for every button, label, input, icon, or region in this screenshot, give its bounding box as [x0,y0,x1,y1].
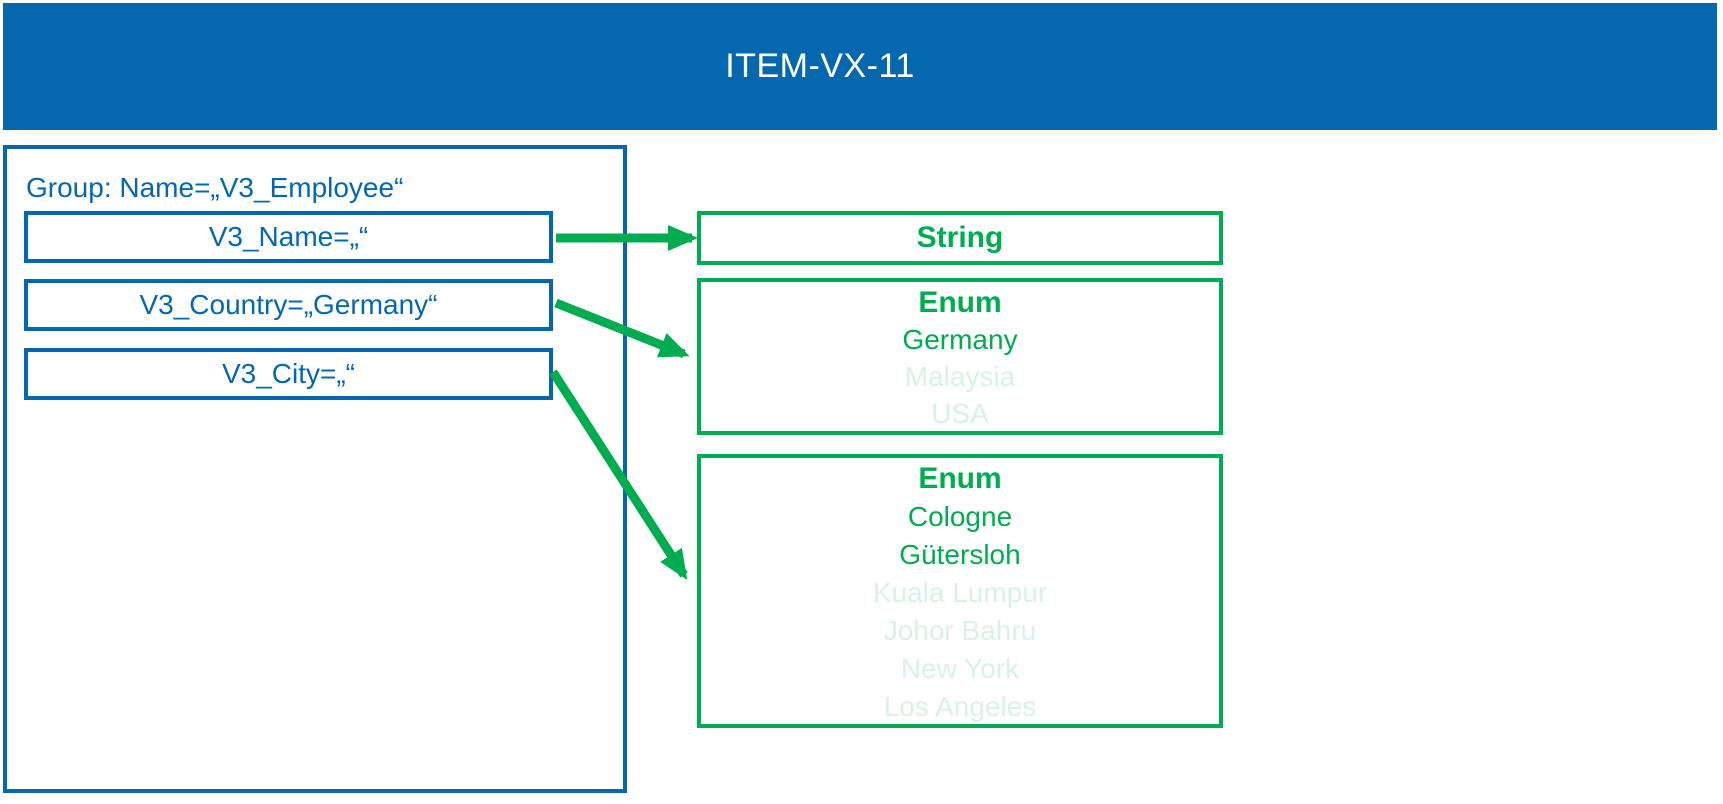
type-box-enum-city: Enum Cologne Gütersloh Kuala Lumpur Joho… [697,454,1223,728]
enum-option-johor-bahru: Johor Bahru [883,615,1037,646]
enum-country-title: Enum [918,286,1002,319]
enum-option-malaysia: Malaysia [904,361,1016,392]
field-v3-city-label: V3_City=„“ [221,358,356,389]
enum-option-usa: USA [931,398,989,429]
group-box-v3-employee: Group: Name=„V3_Employee“ V3_Name=„“ V3_… [3,145,627,793]
enum-option-kuala-lumpur: Kuala Lumpur [872,577,1048,608]
enum-option-guetersloh: Gütersloh [899,539,1021,570]
enum-city-title: Enum [918,462,1002,495]
enum-option-los-angeles: Los Angeles [883,691,1037,722]
enum-option-germany: Germany [902,324,1018,355]
type-box-string: String [697,211,1223,265]
field-v3-name-label: V3_Name=„“ [208,221,369,252]
field-v3-name: V3_Name=„“ [24,211,553,263]
type-box-enum-country: Enum Germany Malaysia USA [697,278,1223,435]
slide-title: ITEM-VX-11 [725,47,915,85]
field-v3-country-label: V3_Country=„Germany“ [139,289,438,320]
enum-option-new-york: New York [900,653,1020,684]
enum-option-cologne: Cologne [907,501,1013,532]
field-v3-city: V3_City=„“ [24,348,553,400]
field-v3-country: V3_Country=„Germany“ [24,279,553,331]
type-string-title: String [916,221,1004,254]
title-bar: ITEM-VX-11 [3,3,1717,130]
group-label: Group: Name=„V3_Employee“ [26,172,404,203]
